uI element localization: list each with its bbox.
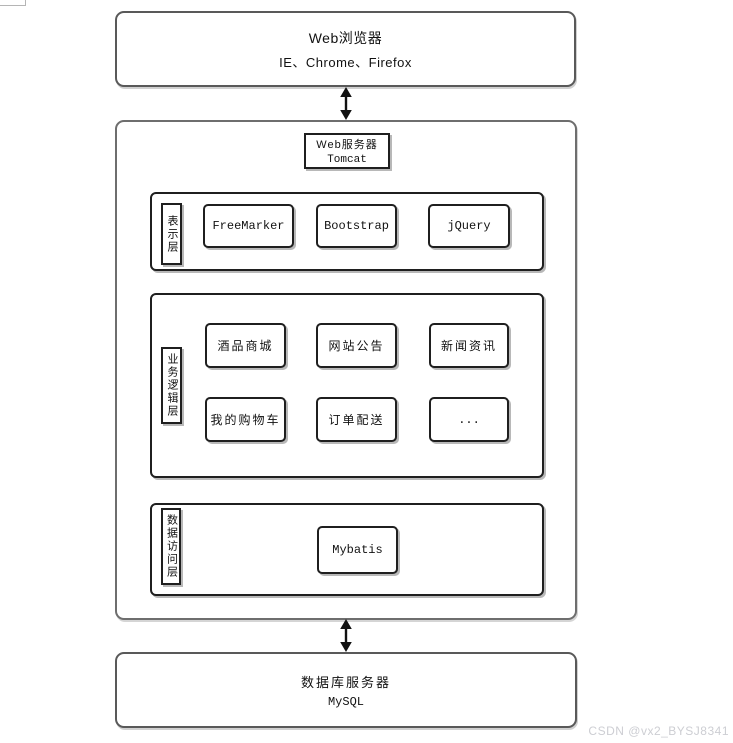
- more-modules-node: ...: [429, 397, 509, 442]
- browser-subtitle: IE、Chrome、Firefox: [279, 54, 412, 70]
- browser-server-double-arrow-icon: [340, 87, 352, 120]
- page-corner-artifact: [0, 0, 26, 6]
- order-delivery-node: 订单配送: [316, 397, 397, 442]
- data-access-layer-label: 数据访问层: [161, 508, 181, 585]
- bootstrap-node: Bootstrap: [316, 204, 397, 248]
- my-cart-node: 我的购物车: [205, 397, 286, 442]
- business-layer-label: 业务逻辑层: [161, 347, 182, 424]
- browser-title: Web浏览器: [308, 29, 383, 46]
- site-notice-node: 网站公告: [316, 323, 397, 368]
- server-database-double-arrow-icon: [340, 619, 352, 652]
- freemarker-node: FreeMarker: [203, 204, 294, 248]
- web-server-box: Web服务器 Tomcat: [304, 133, 390, 169]
- database-subtitle: MySQL: [327, 694, 364, 709]
- wine-mall-node: 酒品商城: [205, 323, 286, 368]
- news-node: 新闻资讯: [429, 323, 509, 368]
- web-server-subtitle: Tomcat: [327, 154, 367, 166]
- csdn-watermark: CSDN @vx2_BYSJ8341: [588, 724, 729, 738]
- browser-box: Web浏览器 IE、Chrome、Firefox: [115, 11, 576, 87]
- jquery-node: jQuery: [428, 204, 510, 248]
- presentation-layer-label: 表示层: [161, 203, 182, 265]
- business-layer-box: [150, 293, 544, 478]
- database-title: 数据库服务器: [300, 674, 391, 690]
- web-server-title: Web服务器: [316, 139, 378, 151]
- mybatis-node: Mybatis: [317, 526, 398, 574]
- database-box: 数据库服务器 MySQL: [115, 652, 577, 728]
